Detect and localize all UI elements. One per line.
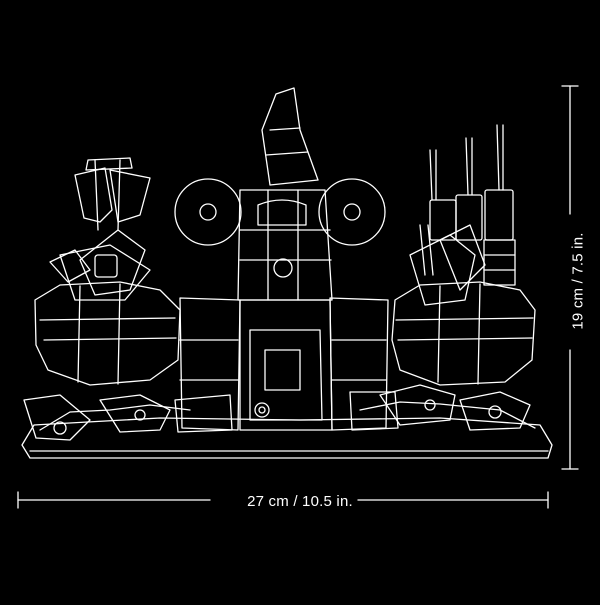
central-figure <box>174 87 389 431</box>
height-dimension-line <box>561 85 579 470</box>
width-dimension-line <box>17 491 549 509</box>
base-platform <box>21 384 553 459</box>
right-arm-structure <box>391 124 536 386</box>
height-dimension-label: 19 cm / 7.5 in. <box>569 232 587 330</box>
left-arm-structure <box>34 157 181 386</box>
width-dimension-label: 27 cm / 10.5 in. <box>247 493 353 510</box>
